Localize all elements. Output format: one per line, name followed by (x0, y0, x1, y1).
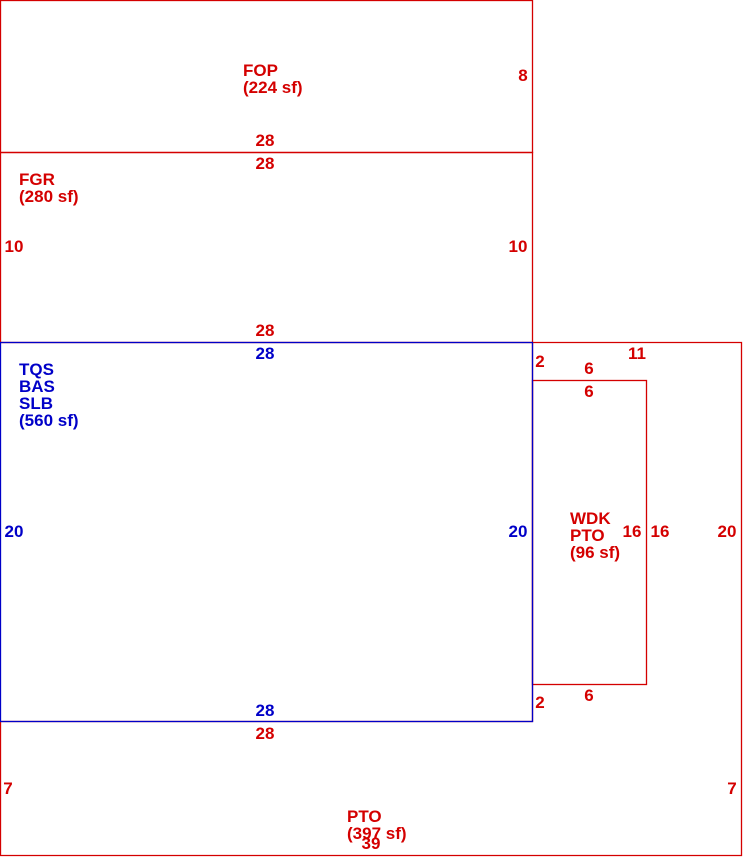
dim-pto-right-lower: 7 (727, 779, 736, 798)
fop-label: FOP (224 sf) (243, 61, 303, 97)
dim-wdk-top-outer: 6 (584, 359, 593, 378)
dim-pto-right-upper: 20 (718, 522, 737, 541)
wdk-label: WDK PTO (96 sf) (570, 509, 620, 562)
dim-bas-right: 20 (509, 522, 528, 541)
fgr-label: FGR (280 sf) (19, 170, 79, 206)
dim-pto-bottom: 39 (362, 834, 381, 853)
dim-fop-right: 8 (518, 66, 527, 85)
fgr-outline (0, 151, 534, 344)
fgr-area: (280 sf) (19, 187, 79, 206)
dim-fop-bottom: 28 (256, 131, 275, 150)
dim-bas-left: 20 (5, 522, 24, 541)
wdk-code: WDK (570, 509, 611, 528)
pto-label: PTO (397 sf) (347, 807, 407, 843)
dim-fgr-top: 28 (256, 154, 275, 173)
pto-outline (0, 341, 743, 857)
dim-wdk-bottom-offset: 2 (535, 693, 544, 712)
bas-code-bas: BAS (19, 377, 55, 396)
dim-bas-bottom: 28 (256, 701, 275, 720)
dim-wdk-bottom: 6 (584, 686, 593, 705)
bas-code-tqs: TQS (19, 360, 54, 379)
dim-wdk-outer-side: 16 (651, 522, 670, 541)
pto-code: PTO (347, 807, 382, 826)
dim-wdk-top-inner: 6 (584, 382, 593, 401)
dim-pto-top: 11 (628, 344, 646, 363)
bas-area: (560 sf) (19, 411, 79, 430)
dim-fgr-bottom: 28 (256, 321, 275, 340)
dim-fgr-left: 10 (5, 237, 24, 256)
dim-wdk-top-offset: 2 (535, 352, 544, 371)
dim-wdk-inner-side: 16 (623, 522, 642, 541)
bas-outline (0, 341, 534, 723)
dim-pto-left: 7 (3, 779, 12, 798)
fop-code: FOP (243, 61, 278, 80)
dim-bas-top: 28 (256, 344, 275, 363)
bas-code-slb: SLB (19, 394, 53, 413)
fop-area: (224 sf) (243, 78, 303, 97)
pto-area: (397 sf) (347, 824, 407, 843)
wdk-area: (96 sf) (570, 543, 620, 562)
dim-fgr-right: 10 (509, 237, 528, 256)
bas-label: TQS BAS SLB (560 sf) (19, 360, 79, 430)
dim-pto-top-below-bas: 28 (256, 724, 275, 743)
fgr-code: FGR (19, 170, 55, 189)
wdk-code-pto: PTO (570, 526, 605, 545)
